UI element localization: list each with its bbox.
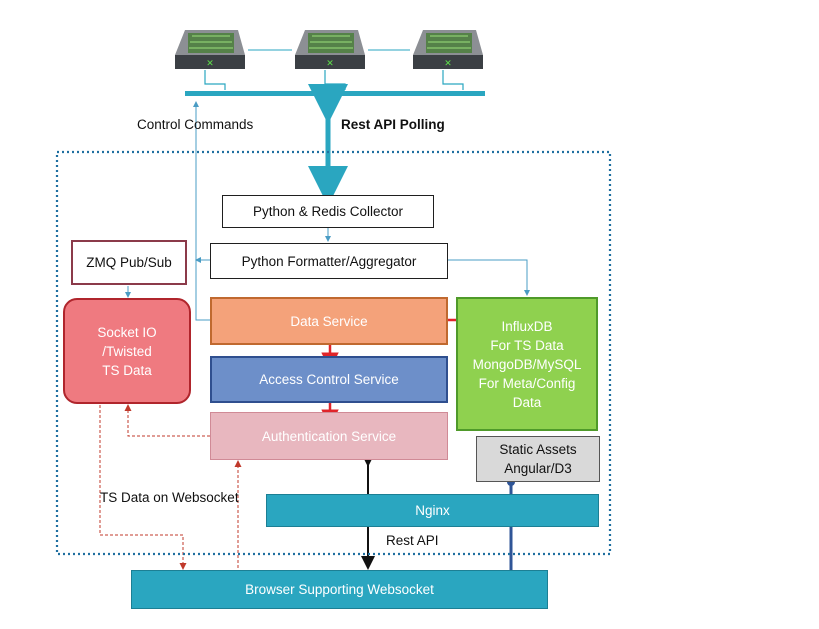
server-icon: ✕: [413, 30, 483, 69]
rest-api-polling-label: Rest API Polling: [341, 117, 445, 132]
static-assets-box: Static Assets Angular/D3: [476, 436, 600, 482]
auth-to-socketio-arrow: [124, 404, 210, 437]
zmq-box: ZMQ Pub/Sub: [71, 240, 187, 285]
access-control-box: Access Control Service: [210, 356, 448, 403]
collector-box: Python & Redis Collector: [222, 195, 434, 228]
authentication-box: Authentication Service: [210, 412, 448, 460]
svg-text:✕: ✕: [206, 59, 214, 69]
browser-box: Browser Supporting Websocket: [131, 570, 548, 609]
influx-line: For TS Data: [490, 337, 564, 353]
influx-line: MongoDB/MySQL: [472, 356, 582, 372]
data-service-box: Data Service: [210, 297, 448, 345]
socket-io-line: TS Data: [102, 362, 152, 378]
server-drop: [324, 70, 346, 90]
influx-line: Data: [512, 394, 542, 410]
nginx-box: Nginx: [266, 494, 599, 527]
server-bus: [185, 91, 485, 96]
ts-data-websocket-arrow: [99, 405, 187, 570]
influx-box: InfluxDB For TS Data MongoDB/MySQL For M…: [456, 297, 598, 431]
control-commands-line: [193, 101, 210, 321]
server-boundary: [55, 150, 612, 556]
socket-io-line: Socket IO: [97, 324, 157, 340]
server-drop: [442, 70, 464, 90]
influx-line: For Meta/Config: [478, 375, 576, 391]
socket-io-line: /Twisted: [102, 343, 152, 359]
formatter-to-influx-arrow: [448, 259, 530, 296]
formatter-box: Python Formatter/Aggregator: [210, 243, 448, 279]
control-commands-label: Control Commands: [137, 117, 254, 132]
rest-api-label: Rest API: [386, 533, 439, 548]
influx-line: InfluxDB: [501, 318, 553, 334]
static-assets-line: Angular/D3: [504, 461, 572, 476]
socket-io-box: Socket IO /Twisted TS Data: [63, 298, 191, 404]
server-drop: [204, 70, 226, 90]
svg-text:✕: ✕: [444, 59, 452, 69]
ts-data-websocket-label: TS Data on Websocket: [100, 490, 239, 505]
server-icon: ✕: [175, 30, 245, 69]
svg-text:✕: ✕: [326, 59, 334, 69]
server-icon: ✕: [295, 30, 365, 69]
static-assets-line: Static Assets: [499, 442, 577, 457]
